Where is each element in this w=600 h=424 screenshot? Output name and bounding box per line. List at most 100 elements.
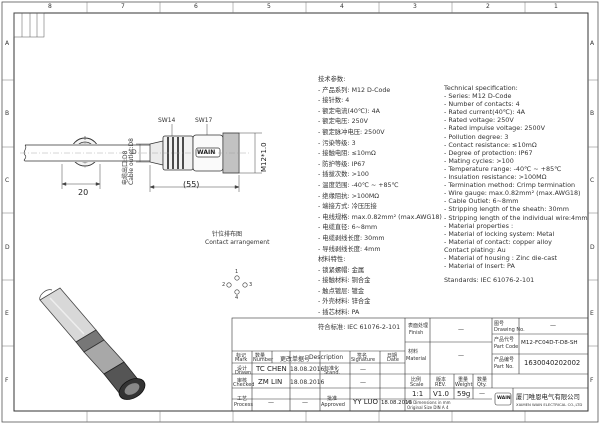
rev-label-en: REV. [435, 382, 446, 388]
spec-cn-line: - 接触电阻: ≤10mΩ [318, 150, 376, 158]
wrench-size-label: SW17 [195, 117, 213, 124]
spec-en-line: - Material of locking system: Metal [444, 229, 555, 238]
cable-outlet-en: Cable outlet:D8 [128, 138, 135, 185]
number-header-en: Number [253, 357, 274, 363]
spec-cn-material: - 锁紧螺帽: 金属 [318, 266, 365, 274]
spec-en-line: - Mating cycles: >100 [444, 156, 514, 165]
process-date-value: — [302, 399, 308, 406]
weight-label-en: Weight [455, 382, 473, 388]
pin-number: 3 [249, 282, 253, 288]
description-header-en: Description [309, 354, 344, 361]
scale-label-cn: 比例 [411, 377, 422, 383]
row-letter: F [5, 377, 9, 384]
pin-number: 2 [222, 282, 226, 288]
drawn-label-cn: 设计 [237, 366, 248, 372]
row-letter: F [590, 377, 594, 384]
spec-en-line: - Series: M12 D-Code [444, 92, 512, 101]
checked-name: ZM LIN [258, 378, 283, 386]
scale-value: 1:1 [412, 390, 424, 398]
process-label-cn: 工艺 [237, 396, 248, 402]
spec-cn-title: 技术参数: [318, 76, 346, 83]
drawn-label-en: Drawn [235, 370, 252, 376]
column-number: 4 [340, 3, 344, 10]
row-letter: D [5, 244, 10, 251]
contact-arrangement-cn: 针位排布图 [212, 231, 243, 238]
spec-cn-line: - 导线剥线长度: 4mm [318, 245, 381, 253]
spec-en-line: - Stripping length of the individual wir… [444, 213, 588, 222]
part-code-value: M12-FC04D-T-D8-SH [521, 340, 578, 346]
checked-date: 18.08.2016 [290, 379, 325, 386]
spec-cn-line: - 产品系列: M12 D-Code [318, 86, 391, 94]
company-logo: WAIN [497, 396, 511, 401]
stand-value: — [360, 366, 366, 373]
spec-en-block: Technical specification: - Series: M12 D… [444, 84, 588, 284]
spec-en-line: - Wire gauge: max.0.82mm² (max.AWG18) [444, 189, 581, 198]
thread-dimension: M12*1.0 [260, 142, 268, 172]
row-letter: D [590, 244, 595, 251]
signature-header-cn: 签名 [357, 353, 368, 359]
part-code-label-en: Part Code [494, 344, 519, 350]
row-letter: A [5, 40, 10, 47]
date-header-cn: 日期 [387, 353, 398, 359]
process-label-en: Process [234, 402, 253, 408]
column-number: 1 [554, 3, 558, 10]
spec-en-line: - Contact resistance: ≤10mΩ [444, 140, 537, 149]
spec-cn-material: - 接触材料: 铜合金 [318, 277, 371, 285]
rev-value: V1.0 [433, 390, 449, 398]
brand-mark: WAIN [197, 149, 216, 156]
column-number: 5 [267, 3, 271, 10]
weight-value: 59g [457, 390, 471, 398]
spec-en-line: - Degree of protection: IP67 [444, 148, 533, 157]
spec-en-line: - Cable Outlet: 6~8mm [444, 197, 519, 206]
approved-date: 18.08.2016 [381, 400, 412, 406]
spec-en-line: - Insulation resistance: >100MΩ [444, 173, 547, 182]
spec-en-line: - Material properties : [444, 221, 514, 230]
column-number: 7 [121, 3, 125, 10]
number-header-cn: 数量 [255, 353, 266, 359]
spec-cn-line: - 电缆直径: 6~8mm [318, 224, 378, 232]
contact-arrangement-en: Contact arrangement [205, 239, 270, 246]
approved-label-en: Approved [321, 402, 345, 408]
spec-en-line: - Number of contacts: 4 [444, 100, 520, 109]
finish-value: — [458, 326, 464, 333]
company-name-cn: 厦门唯恩电气有限公司 [516, 393, 580, 401]
spec-en-line: - Pollution degree: 3 [444, 132, 509, 141]
column-number: 3 [413, 3, 417, 10]
spec-cn-line: - 插拔次数: >100 [318, 171, 369, 179]
spec-en-line: - Rated voltage: 250V [444, 116, 514, 125]
rev-label-cn: 版本 [436, 377, 447, 383]
date-header-en: Date [387, 357, 399, 363]
spec-cn-standards: 符合标准: IEC 61076-2-101 [318, 323, 401, 331]
mark-header-en: Mark [235, 357, 248, 363]
column-number: 8 [48, 3, 52, 10]
size-note: Original Size DIN A 4 [407, 405, 449, 410]
diameter-label: D [132, 149, 137, 156]
spec-cn-line: - 端接方式: 冷压压接 [318, 203, 377, 211]
row-letter: C [590, 177, 595, 184]
spec-en-standards: Standards: IEC 61076-2-101 [444, 276, 535, 285]
spec-cn-line: - 额定电流(40℃): 4A [318, 107, 380, 115]
row-letter: B [5, 110, 10, 117]
drawing-no-value: — [550, 322, 556, 329]
qty-label-cn: 数量 [477, 377, 488, 383]
row-letter: B [590, 110, 595, 117]
finish-label-en: Finish [409, 330, 424, 336]
column-number: 6 [194, 3, 198, 10]
spec-cn-line: - 温度范围: -40℃ ~ +85℃ [318, 181, 399, 189]
spec-en-line: - Stripping length of the sheath: 30mm [444, 205, 569, 214]
spec-cn-line: - 接针数: 4 [318, 97, 350, 105]
spec-en-line: - Rated impulse voltage: 2500V [444, 124, 545, 133]
spec-en-line: - Material of contact: copper alloy [444, 237, 552, 246]
row-letter: E [590, 310, 594, 317]
signature-header-en: Signature [351, 357, 376, 363]
pin-number: 1 [235, 269, 239, 275]
spec-en-line: - Termination method: Crimp termination [444, 181, 576, 190]
units-note: All Dimensions in mm [407, 400, 451, 405]
part-no-label-en: Part No. [494, 364, 514, 370]
material-label-en: Material [406, 356, 427, 362]
checked-extra: — [360, 379, 366, 386]
spec-cn-line: - 污染等级: 3 [318, 139, 356, 147]
spec-cn-block: 技术参数: - 产品系列: M12 D-Code - 接针数: 4 - 额定电流… [318, 75, 442, 333]
scale-label-en: Scale [410, 382, 424, 388]
material-value: — [458, 352, 464, 359]
